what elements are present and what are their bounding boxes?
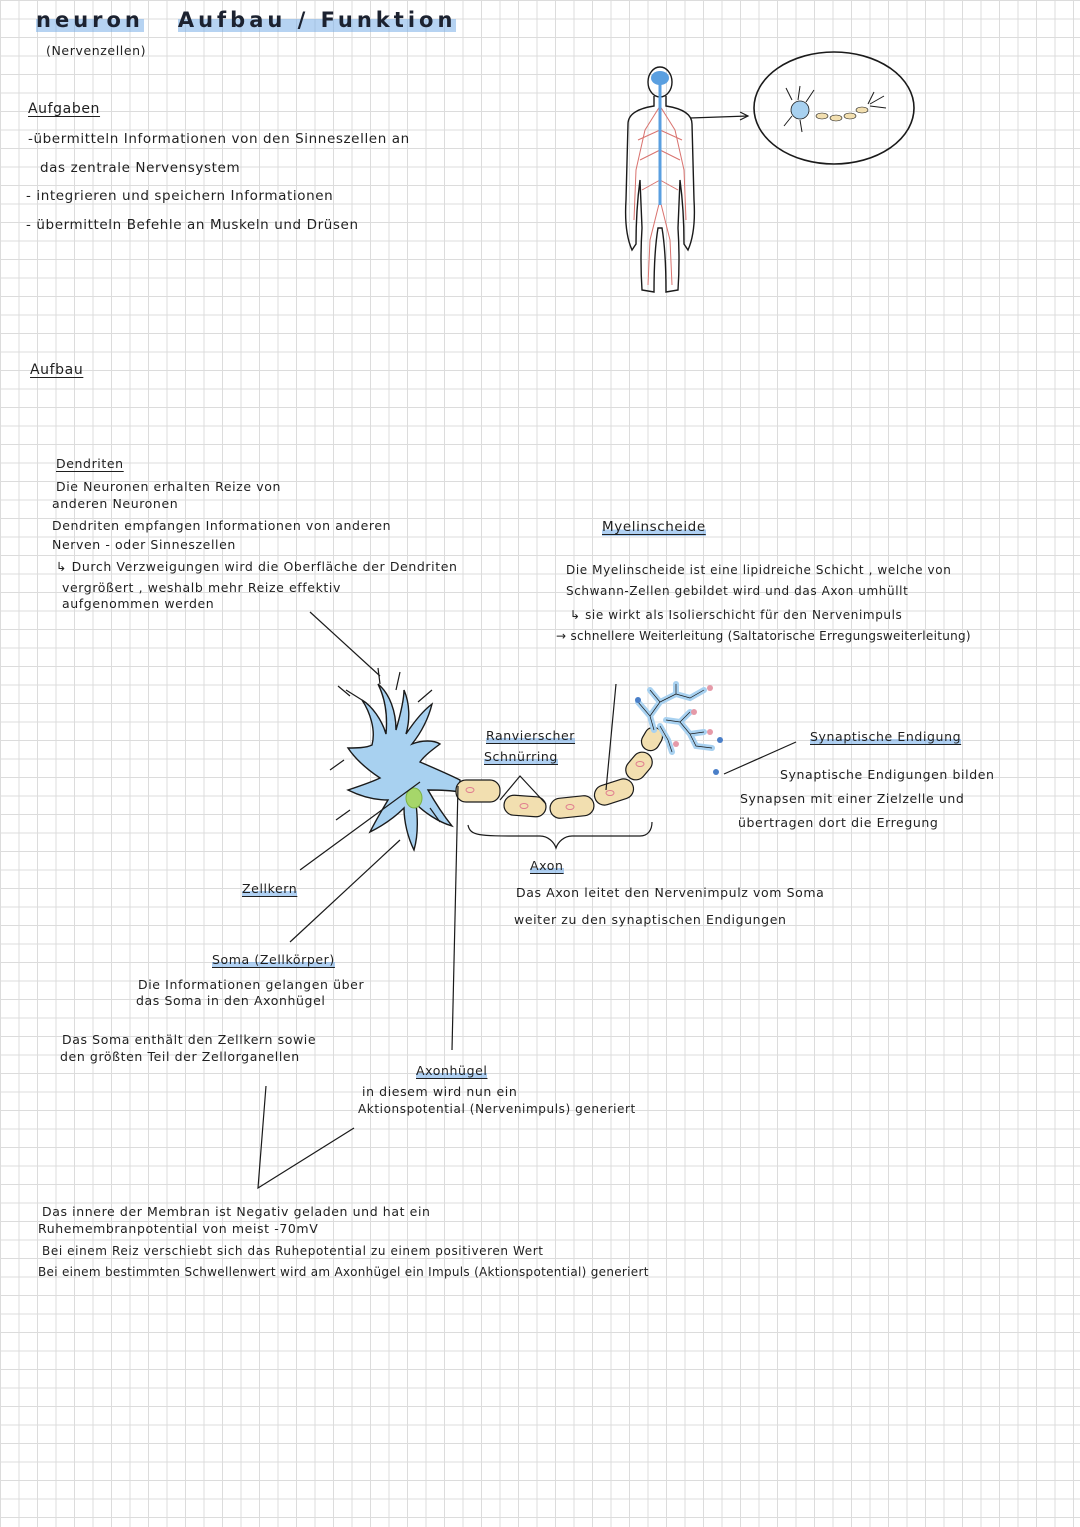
membran-line-1: Das innere der Membran ist Negativ gelad… <box>42 1204 431 1219</box>
aufgaben-line-2: das zentrale Nervensystem <box>40 160 241 176</box>
soma-line-2: das Soma in den Axonhügel <box>136 993 326 1008</box>
dendriten-line-1: Die Neuronen erhalten Reize von <box>56 479 281 494</box>
soma-line-4: den größten Teil der Zellorganellen <box>60 1049 300 1064</box>
aufgaben-line-4: - übermitteln Befehle an Muskeln und Drü… <box>26 217 359 233</box>
myelinscheide-line-3: ↳ sie wirkt als Isolierschicht für den N… <box>570 608 903 622</box>
synaptische-endigung-label: Synaptische Endigung <box>810 728 962 745</box>
title-word-neuron: neuron <box>36 8 144 32</box>
dendriten-line-7: aufgenommen werden <box>62 596 215 611</box>
synaptische-line-2: Synapsen mit einer Zielzelle und <box>740 791 965 806</box>
aufbau-heading: Aufbau <box>30 362 84 378</box>
axon-line-2: weiter zu den synaptischen Endigungen <box>514 912 787 927</box>
dendriten-line-5: ↳ Durch Verzweigungen wird die Oberfläch… <box>56 559 458 574</box>
synaptische-line-1: Synaptische Endigungen bilden <box>780 767 995 782</box>
myelinscheide-label: Myelinscheide <box>602 518 706 536</box>
axonhuegel-line-1: in diesem wird nun ein <box>362 1084 518 1099</box>
ranvier-label-2: Schnürring <box>484 748 558 765</box>
membran-line-4: Bei einem bestimmten Schwellenwert wird … <box>38 1265 649 1279</box>
zoom-arrowhead <box>739 111 750 121</box>
ranvier-label-1: Ranvierscher <box>486 727 576 744</box>
synaptische-line-3: übertragen dort die Erregung <box>738 815 939 830</box>
axon-illustration <box>455 726 664 819</box>
zoom-arrow <box>689 115 749 119</box>
myelinscheide-line-2: Schwann-Zellen gebildet wird und das Axo… <box>566 584 909 598</box>
zellkern-nucleus <box>405 787 423 809</box>
dendriten-line-6: vergrößert , weshalb mehr Reize effektiv <box>62 580 341 595</box>
pointer-lines <box>257 611 797 1190</box>
title-word-aufbau: Aufbau / Funktion <box>177 8 457 32</box>
membran-line-3: Bei einem Reiz verschiebt sich das Ruhep… <box>42 1244 544 1258</box>
axon-label: Axon <box>530 857 564 874</box>
aufgaben-heading: Aufgaben <box>28 101 101 117</box>
soma-line-3: Das Soma enthält den Zellkern sowie <box>62 1032 317 1047</box>
dendriten-line-3: Dendriten empfangen Informationen von an… <box>52 518 392 533</box>
myelin-nuclei <box>465 761 645 810</box>
aufgaben-line-3: - integrieren und speichern Informatione… <box>26 188 334 204</box>
myelinscheide-line-1: Die Myelinscheide ist eine lipidreiche S… <box>566 563 952 577</box>
aufgaben-line-1: -übermitteln Informationen von den Sinne… <box>28 131 410 147</box>
zellkern-label: Zellkern <box>242 880 298 897</box>
dendriten-line-4: Nerven - oder Sinneszellen <box>52 537 236 552</box>
axonhuegel-line-2: Aktionspotential (Nervenimpuls) generier… <box>358 1102 636 1116</box>
soma-line-1: Die Informationen gelangen über <box>138 977 365 992</box>
subtitle: (Nervenzellen) <box>46 43 147 58</box>
dendriten-label: Dendriten <box>56 456 124 471</box>
nerves-illustration <box>633 105 687 286</box>
axonhuegel-label: Axonhügel <box>416 1062 488 1079</box>
synaptic-terminal <box>635 681 723 775</box>
dendriten-line-2: anderen Neuronen <box>52 496 179 511</box>
zoom-circle <box>753 51 915 165</box>
soma-label: Soma (Zellkörper) <box>212 951 335 968</box>
axon-line-1: Das Axon leitet den Nervenimpulz vom Som… <box>516 885 825 900</box>
brain-and-spinal-cord <box>651 71 669 205</box>
membran-line-2: Ruhemembranpotential von meist -70mV <box>38 1221 319 1236</box>
page-title: neuron Aufbau / Funktion <box>36 8 457 32</box>
neuron-soma <box>329 667 461 852</box>
myelinscheide-line-4: → schnellere Weiterleitung (Saltatorisch… <box>556 629 971 643</box>
mini-neuron-icon <box>783 85 887 133</box>
